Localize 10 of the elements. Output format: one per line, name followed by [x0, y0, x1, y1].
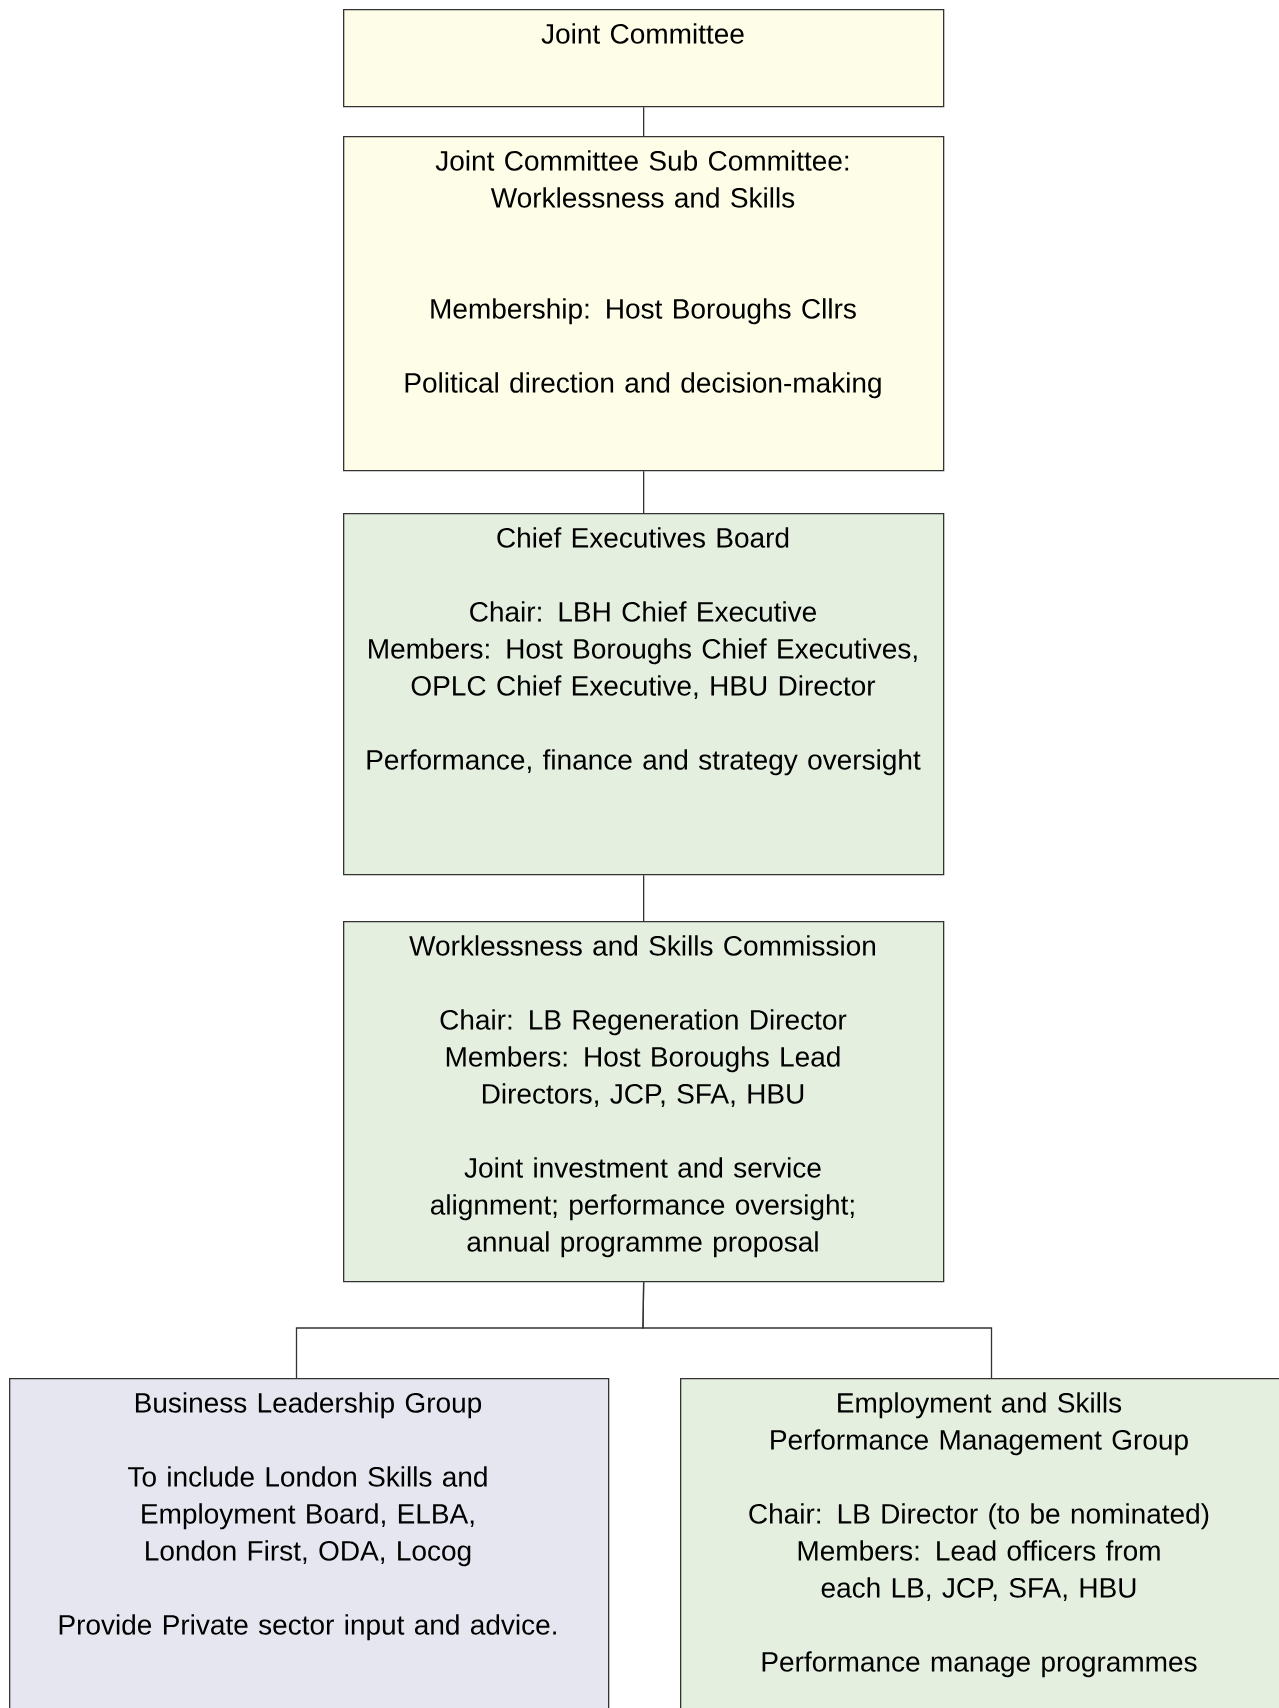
connector-line	[642, 1281, 993, 1379]
org-box: Employment and Skills Performance Management Group Chair: LB Director (to be nominated) Members: Lead officers from each LB, JCP, SFA, HBU Performance manage programmes	[680, 1378, 1279, 1708]
connector-line	[643, 874, 645, 922]
org-box: Chief Executives Board Chair: LBH Chief Executive Members: Host Boroughs Chief Executives, OPLC Chief Executive, HBU Director Performance, finance and strategy oversight	[343, 513, 945, 876]
org-box: Joint Committee Sub Committee: Worklessness and Skills Membership: Host Boroughs Cllrs Political direction and decision-making	[343, 136, 945, 472]
org-box: Joint Committee	[343, 9, 945, 108]
connector-line	[643, 106, 645, 137]
org-box: Business Leadership Group To include London Skills and Employment Board, ELBA, London First, ODA, Locog Provide Private sector input and advice.	[9, 1378, 610, 1708]
connector-line	[643, 470, 645, 514]
org-box: Worklessness and Skills Commission Chair: LB Regeneration Director Members: Host Boroughs Lead Directors, JCP, SFA, HBU Joint investment and service alignment; performance oversight; annual programme proposal	[343, 921, 945, 1283]
